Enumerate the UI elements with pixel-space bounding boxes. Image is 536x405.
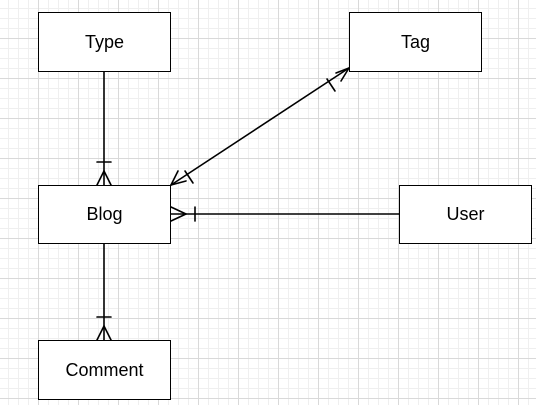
entity-blog-label: Blog bbox=[86, 204, 123, 224]
relationship-blog-tag bbox=[170, 67, 350, 186]
relationship-blog-user bbox=[170, 206, 400, 222]
relationship-blog-comment bbox=[96, 243, 112, 341]
entity-type-label: Type bbox=[84, 31, 125, 52]
relationship-type-blog bbox=[96, 71, 112, 186]
entity-tag-label: Tag bbox=[400, 31, 431, 52]
entity-user-label: User bbox=[446, 204, 485, 224]
entity-comment[interactable]: Comment bbox=[38, 340, 171, 400]
entity-comment-label: Comment bbox=[65, 359, 144, 380]
entity-blog[interactable]: Blog bbox=[38, 185, 171, 244]
entity-tag[interactable]: Tag bbox=[349, 12, 482, 72]
entity-type[interactable]: Type bbox=[38, 12, 171, 72]
entity-user[interactable]: User bbox=[399, 185, 532, 244]
